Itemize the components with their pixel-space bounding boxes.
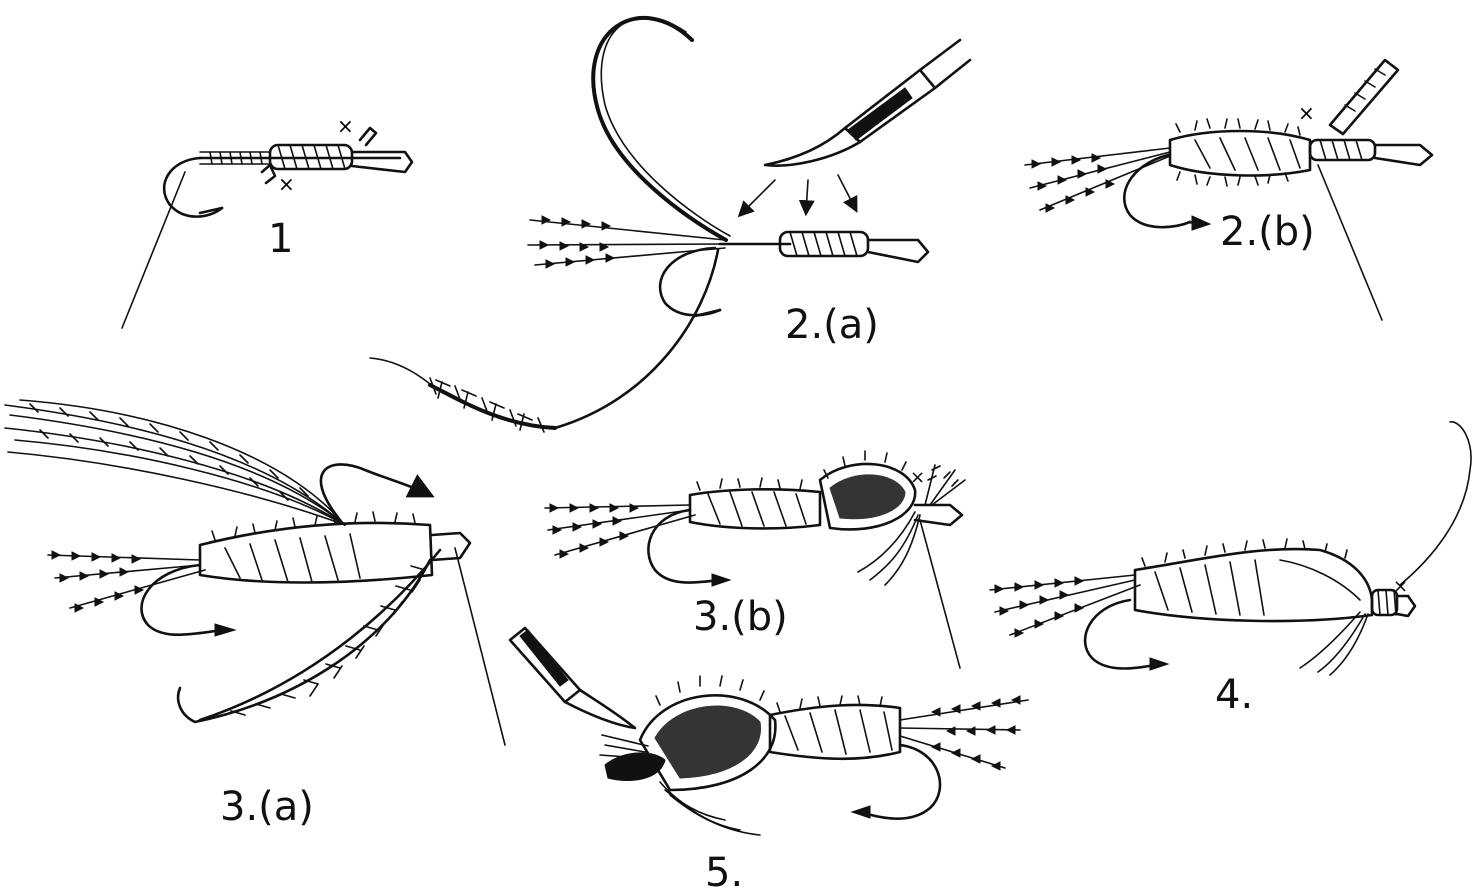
step-5-label: 5. — [705, 850, 743, 894]
svg-text:×: × — [337, 114, 354, 138]
step-2b-label: 2.(b) — [1220, 209, 1315, 255]
step-4-label: 4. — [1215, 672, 1253, 718]
step-5-drawing — [510, 628, 1028, 835]
step-3b-label: 3.(b) — [693, 594, 788, 640]
svg-text:×: × — [1298, 101, 1315, 125]
step-2a-drawing — [370, 18, 970, 432]
step-3a-label: 3.(a) — [220, 784, 314, 830]
step-1-drawing: × × — [122, 114, 412, 328]
step-4-drawing: × — [990, 422, 1471, 675]
svg-text:×: × — [278, 172, 295, 196]
step-3a-drawing — [5, 400, 505, 745]
step-2a-label: 2.(a) — [785, 302, 879, 348]
svg-text:×: × — [910, 467, 925, 488]
step-1-label: 1 — [268, 216, 293, 262]
step-2b-drawing: × — [1025, 60, 1432, 320]
